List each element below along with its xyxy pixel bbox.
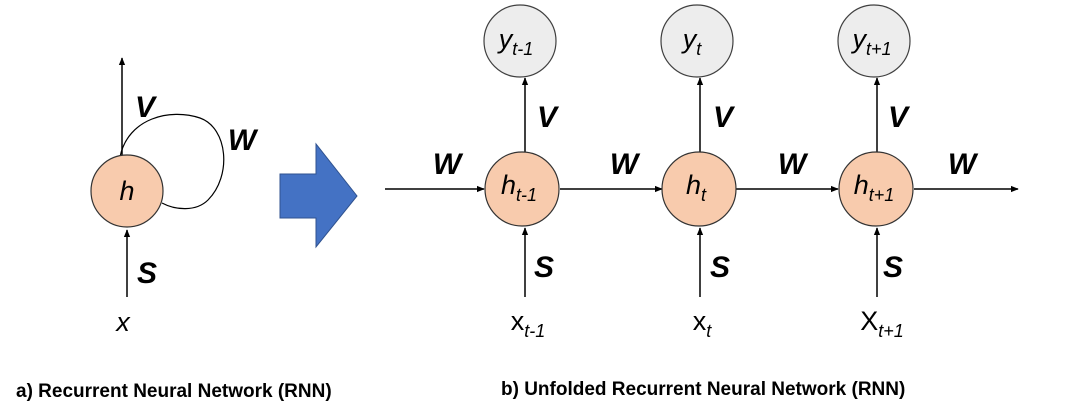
chain-w-label-0: W <box>433 148 464 181</box>
weight-v-label: V <box>135 91 158 124</box>
unfold-arrow <box>279 142 358 249</box>
hidden-node-label: h <box>119 176 134 206</box>
weight-v-label: V <box>713 101 736 134</box>
time-step-t-minus-1: yt-1 ht-1 V S xt-1 <box>483 4 560 341</box>
output-node <box>837 4 911 78</box>
hidden-node <box>838 151 914 227</box>
caption-b: b) Unfolded Recurrent Neural Network (RN… <box>501 379 905 400</box>
hidden-node-label: ht-1 <box>501 170 537 205</box>
chain-w-label-2: W <box>778 148 809 181</box>
caption-a: a) Recurrent Neural Network (RNN) <box>16 381 332 402</box>
weight-v-label: V <box>888 101 911 134</box>
output-node-label: yt <box>681 24 703 59</box>
hidden-node <box>484 151 560 227</box>
input-label: x <box>114 307 131 337</box>
output-node-label: yt+1 <box>850 24 891 59</box>
unfolded-rnn: W W W W yt-1 ht-1 V S xt-1 yt ht V S xt <box>385 4 1019 341</box>
input-label: xt-1 <box>511 306 546 341</box>
weight-w-label: W <box>228 124 259 157</box>
chain-w-label-3: W <box>948 148 979 181</box>
hidden-node-label: ht+1 <box>854 170 895 205</box>
output-node-label: yt-1 <box>497 24 534 59</box>
output-node <box>660 4 734 78</box>
weight-s-label: S <box>710 251 730 284</box>
weight-s-label: S <box>137 257 157 290</box>
hidden-node-label: ht <box>686 170 707 205</box>
time-step-t: yt ht V S xt <box>660 4 737 341</box>
weight-s-label: S <box>534 251 554 284</box>
folded-rnn: h V W S x <box>90 57 259 337</box>
chain-w-label-1: W <box>610 148 641 181</box>
input-label: Xt+1 <box>860 306 904 341</box>
recurrent-loop <box>119 113 225 210</box>
hidden-node <box>90 154 164 228</box>
weight-s-label: S <box>883 251 903 284</box>
time-step-t-plus-1: yt+1 ht+1 V S Xt+1 <box>837 4 914 341</box>
output-node <box>483 4 557 78</box>
hidden-node <box>661 151 737 227</box>
weight-v-label: V <box>537 101 560 134</box>
input-label: xt <box>693 306 713 341</box>
